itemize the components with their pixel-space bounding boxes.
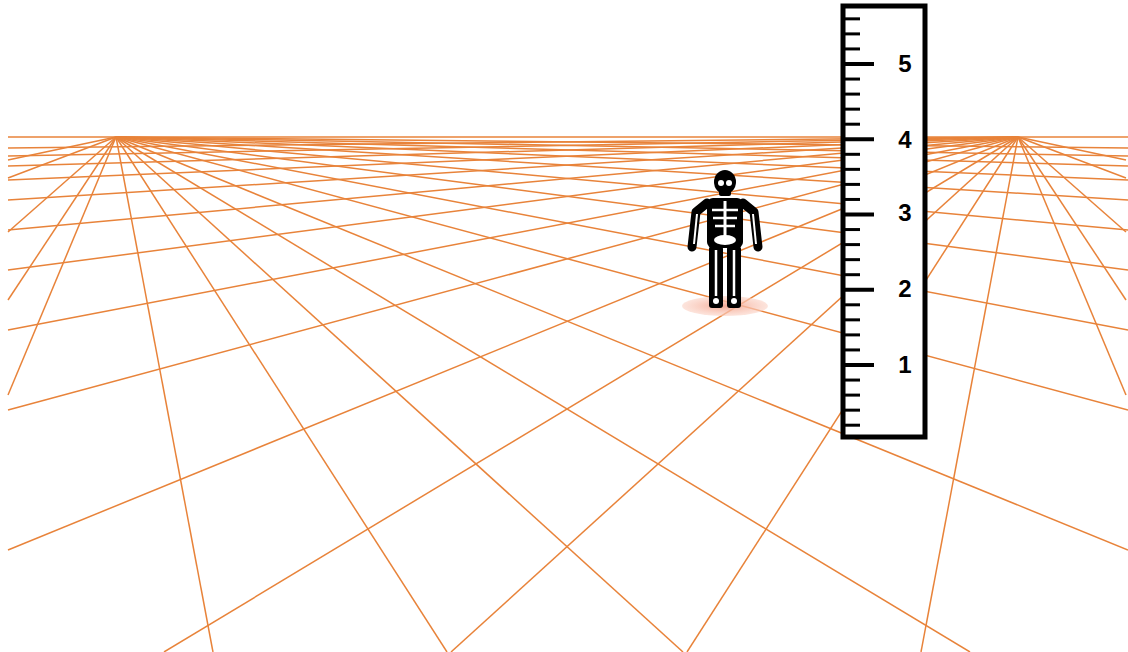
ruler-number: 3	[896, 201, 913, 225]
eye	[726, 180, 732, 186]
arm-bone	[753, 214, 756, 244]
arm	[692, 203, 707, 247]
ruler-tick	[843, 17, 860, 20]
ruler-tick	[843, 228, 860, 231]
grid-line	[451, 137, 1018, 652]
floor-shadow	[682, 296, 768, 316]
arm	[743, 203, 758, 247]
grid-line	[116, 137, 1128, 330]
ruler-tick	[843, 32, 860, 35]
ruler-tick	[843, 318, 860, 321]
ruler-tick	[843, 363, 874, 367]
rib	[712, 209, 738, 212]
rib	[715, 225, 735, 228]
ruler-tick	[843, 168, 860, 171]
ruler-tick	[843, 273, 860, 276]
grid-line	[116, 137, 1128, 200]
leg	[727, 246, 741, 308]
ruler-tick	[843, 243, 860, 246]
ruler-tick	[843, 333, 860, 336]
ruler	[843, 6, 925, 437]
grid-line	[1018, 137, 1126, 300]
grid-line	[687, 137, 1018, 652]
ruler-tick	[843, 409, 860, 412]
foot-bone	[713, 298, 719, 304]
grid-line	[116, 137, 447, 652]
grid-line	[8, 137, 116, 300]
pelvis	[714, 235, 736, 245]
leg-bone	[715, 250, 718, 296]
ruler-tick	[843, 303, 860, 306]
foot-bone	[731, 298, 737, 304]
grid-line	[8, 137, 116, 178]
jaw	[719, 190, 731, 196]
ruler-tick	[843, 213, 874, 217]
grid-line	[116, 137, 213, 652]
ruler-tick	[843, 394, 860, 397]
ruler-tick	[843, 288, 874, 292]
ruler-body	[843, 6, 925, 437]
skeleton-figure	[682, 170, 768, 316]
grid-line	[116, 137, 1128, 270]
spine	[724, 201, 727, 240]
leg-bone	[733, 250, 736, 296]
ruler-tick	[843, 62, 874, 66]
grid-line	[116, 137, 1128, 230]
ruler-number: 1	[896, 353, 913, 377]
grid-line	[116, 137, 1128, 410]
ruler-tick	[843, 258, 860, 261]
ruler-tick	[843, 123, 860, 126]
ruler-tick	[843, 153, 860, 156]
ruler-number: 4	[896, 128, 913, 152]
leg	[709, 246, 723, 308]
grid-line	[1018, 137, 1126, 178]
ruler-number: 2	[896, 277, 913, 301]
torso	[707, 198, 743, 248]
perspective-grid	[8, 137, 1128, 652]
grid-line	[116, 137, 1128, 550]
eye	[718, 180, 724, 186]
ruler-tick	[843, 198, 860, 201]
ruler-tick	[843, 348, 860, 351]
ruler-tick	[843, 183, 860, 186]
ruler-ticks	[843, 19, 874, 425]
rib	[713, 217, 737, 220]
ruler-tick	[843, 78, 860, 81]
ruler-tick	[843, 93, 860, 96]
arm-bone	[694, 214, 697, 244]
ruler-tick	[843, 47, 860, 50]
ruler-tick	[843, 379, 860, 382]
grid-line	[921, 137, 1018, 652]
ruler-tick	[843, 424, 860, 427]
ruler-tick	[843, 137, 874, 141]
ruler-number: 5	[896, 52, 913, 76]
ruler-tick	[843, 108, 860, 111]
